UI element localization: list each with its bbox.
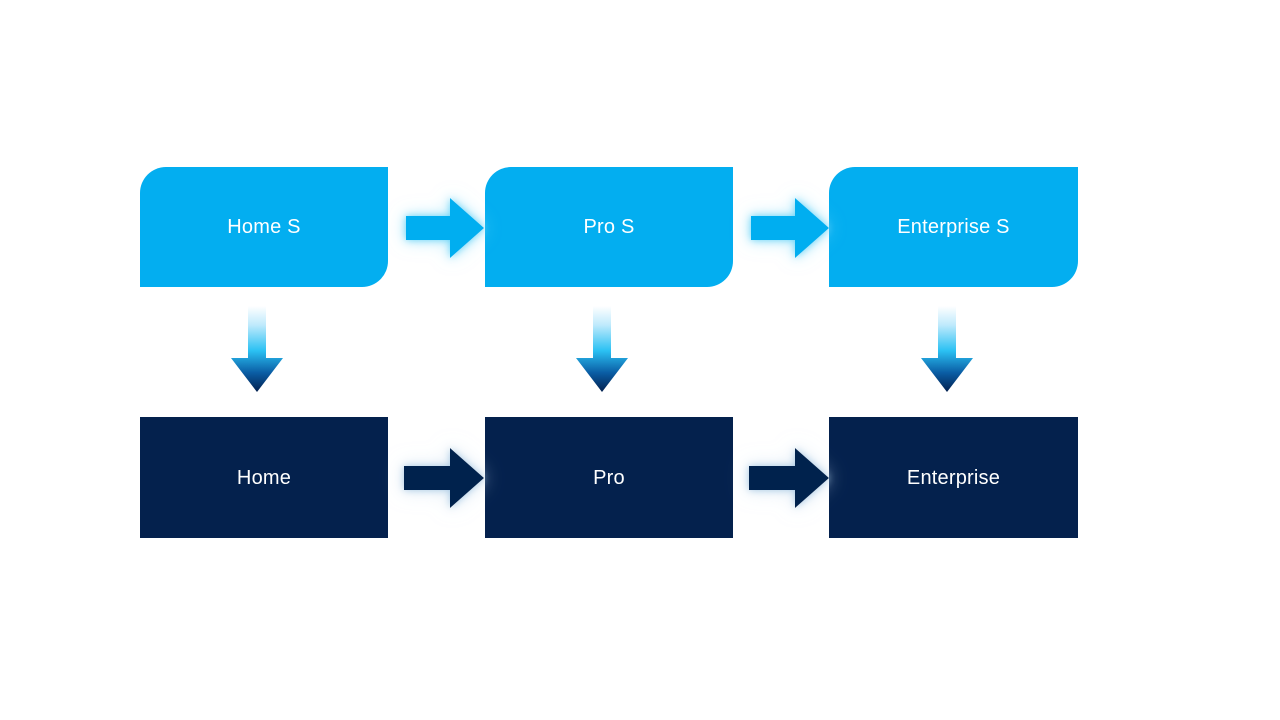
node-enterprise-s[interactable]: Enterprise S [829,167,1078,287]
node-enterprise[interactable]: Enterprise [829,417,1078,538]
arrow-right-home-s-to-pro-s-icon [406,197,484,259]
node-label-home: Home [236,466,292,489]
node-label-enterprise: Enterprise [906,466,1001,489]
node-label-pro-s: Pro S [583,216,635,238]
node-home-s[interactable]: Home S [140,167,388,287]
node-label-home-s: Home S [227,216,301,238]
node-pro[interactable]: Pro [485,417,733,538]
arrow-down-home-s-to-home-icon [231,306,283,392]
arrow-right-pro-s-to-enterprise-s-icon [751,197,829,259]
arrow-right-pro-to-enterprise-icon [749,447,829,509]
node-home[interactable]: Home [140,417,388,538]
arrow-down-pro-s-to-pro-icon [576,306,628,392]
arrow-down-enterprise-s-to-enterprise-icon [921,306,973,392]
node-label-enterprise-s: Enterprise S [897,216,1010,238]
arrow-right-home-to-pro-icon [404,447,484,509]
node-pro-s[interactable]: Pro S [485,167,733,287]
node-label-pro: Pro [593,466,625,489]
